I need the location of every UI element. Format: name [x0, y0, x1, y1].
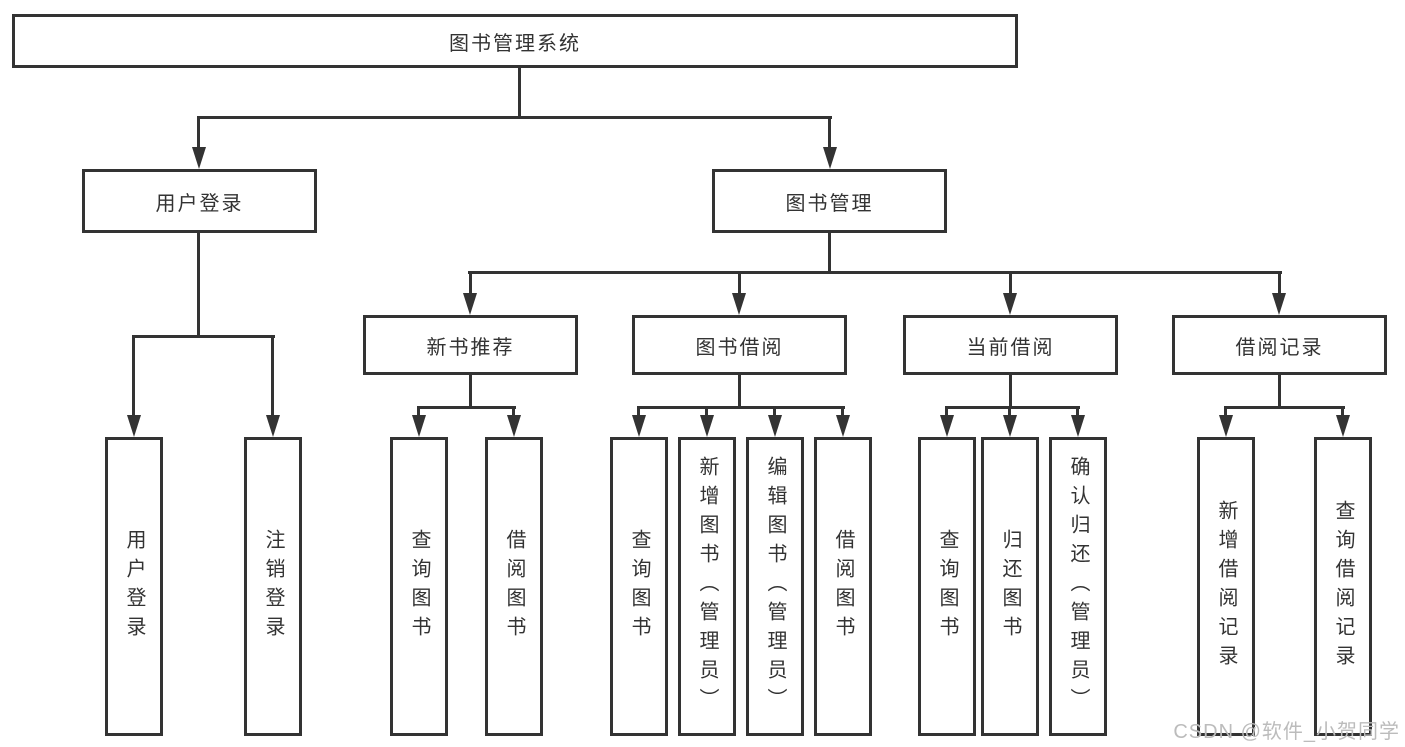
arrowhead-rec2: [507, 415, 521, 437]
watermark: CSDN @软件_小贺同学: [1173, 721, 1400, 743]
connector-drop-cb2: [1008, 406, 1011, 418]
connector-drop-bb1: [637, 406, 640, 418]
arrowhead-cb3: [1071, 415, 1085, 437]
connector-drop-cb1: [945, 406, 948, 418]
leaf-user-login: 用户登录: [105, 437, 163, 736]
connector-br-stem: [1278, 375, 1281, 409]
connector-drop-bb3: [773, 406, 776, 418]
connector-drop-rec2: [512, 406, 515, 418]
arrowhead-sec0: [463, 293, 477, 315]
connector-drop-sec3: [1278, 271, 1281, 295]
leaf-rec-borrow-books: 借阅图书: [485, 437, 543, 736]
connector-drop-login: [197, 116, 200, 149]
connector-drop-br1: [1224, 406, 1227, 418]
connector-drop-login-leaf1: [132, 335, 135, 417]
leaf-br-add-record: 新增借阅记录: [1197, 437, 1255, 736]
connector-rec-rail: [417, 406, 516, 409]
arrowhead-rec1: [412, 415, 426, 437]
leaf-rec-query-books: 查询图书: [390, 437, 448, 736]
arrowhead-bb1: [632, 415, 646, 437]
node-book-management: 图书管理: [712, 169, 947, 233]
arrowhead-sec3: [1272, 293, 1286, 315]
node-current-borrow: 当前借阅: [903, 315, 1118, 375]
connector-drop-mgmt: [828, 116, 831, 149]
arrowhead-login-leaf2: [266, 415, 280, 437]
leaf-bb-add-books-admin: 新增图书（管理员）: [678, 437, 736, 736]
node-book-borrow: 图书借阅: [632, 315, 847, 375]
arrowhead-cb1: [940, 415, 954, 437]
connector-login-rail: [132, 335, 275, 338]
arrowhead-sec1: [732, 293, 746, 315]
arrowhead-sec2: [1003, 293, 1017, 315]
leaf-cb-query-books: 查询图书: [918, 437, 976, 736]
connector-br-rail: [1224, 406, 1345, 409]
node-system-root: 图书管理系统: [12, 14, 1018, 68]
connector-drop-br2: [1341, 406, 1344, 418]
connector-cb-stem: [1009, 375, 1012, 409]
arrowhead-bb4: [836, 415, 850, 437]
leaf-bb-edit-books-admin: 编辑图书（管理员）: [746, 437, 804, 736]
arrowhead-login: [192, 147, 206, 169]
leaf-bb-query-books: 查询图书: [610, 437, 668, 736]
connector-root-stem: [518, 68, 521, 119]
arrowhead-br2: [1336, 415, 1350, 437]
arrowhead-bb3: [768, 415, 782, 437]
node-new-book-recommend: 新书推荐: [363, 315, 578, 375]
connector-bb-rail: [637, 406, 845, 409]
connector-level1-rail: [197, 116, 832, 119]
connector-drop-sec2: [1009, 271, 1012, 295]
arrowhead-br1: [1219, 415, 1233, 437]
connector-drop-cb3: [1076, 406, 1079, 418]
arrowhead-login-leaf1: [127, 415, 141, 437]
connector-drop-login-leaf2: [271, 335, 274, 417]
leaf-logout: 注销登录: [244, 437, 302, 736]
arrowhead-cb2: [1003, 415, 1017, 437]
connector-drop-bb4: [841, 406, 844, 418]
node-borrow-records: 借阅记录: [1172, 315, 1387, 375]
connector-drop-sec1: [738, 271, 741, 295]
connector-rec-stem: [469, 375, 472, 409]
arrowhead-bb2: [700, 415, 714, 437]
arrowhead-mgmt: [823, 147, 837, 169]
connector-level3-rail: [468, 271, 1282, 274]
connector-drop-bb2: [705, 406, 708, 418]
connector-bb-stem: [738, 375, 741, 409]
node-user-login: 用户登录: [82, 169, 317, 233]
connector-drop-rec1: [417, 406, 420, 418]
connector-cb-rail: [945, 406, 1080, 409]
leaf-bb-borrow-books: 借阅图书: [814, 437, 872, 736]
connector-mgmt-stem: [828, 233, 831, 274]
leaf-br-query-record: 查询借阅记录: [1314, 437, 1372, 736]
leaf-cb-confirm-return-admin: 确认归还（管理员）: [1049, 437, 1107, 736]
leaf-cb-return-books: 归还图书: [981, 437, 1039, 736]
connector-login-stem: [197, 233, 200, 338]
connector-drop-sec0: [469, 271, 472, 295]
